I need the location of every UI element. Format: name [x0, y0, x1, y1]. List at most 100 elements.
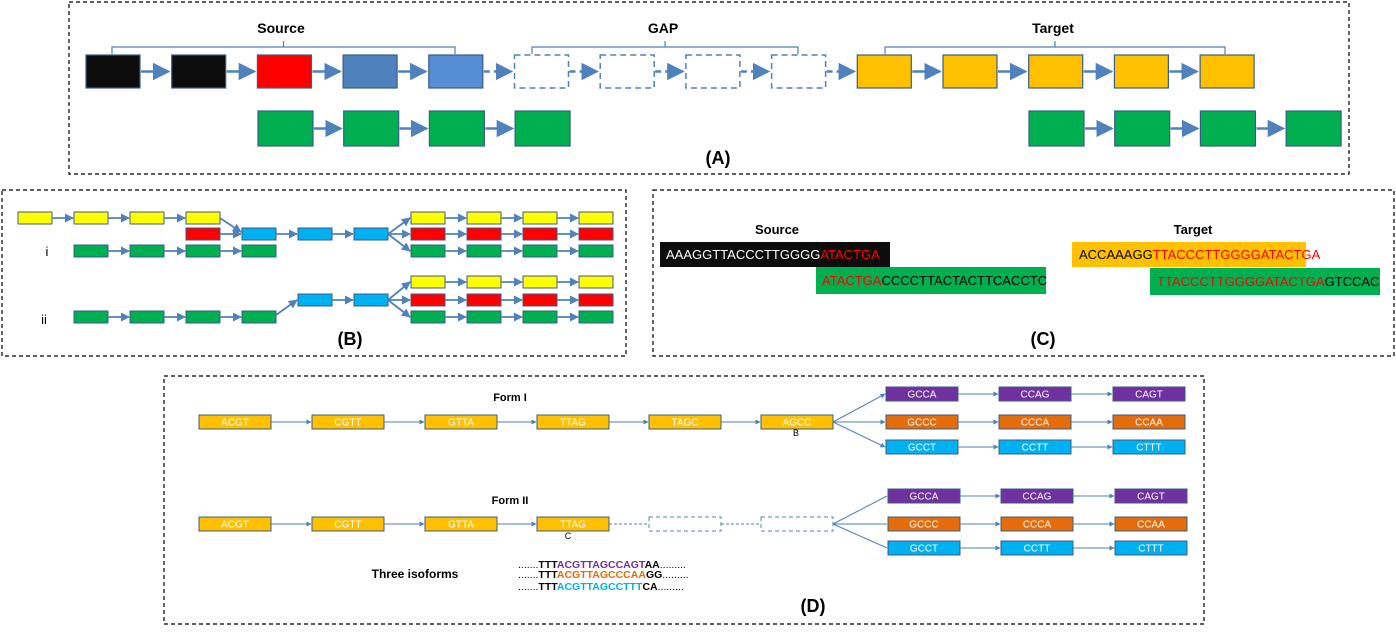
- isoform-segment: .........: [658, 581, 684, 593]
- gap-node: [770, 54, 827, 89]
- panel-a: Source GAP Target (A): [68, 1, 1350, 175]
- edge-arrow: [219, 217, 242, 233]
- graph-node: [410, 310, 446, 324]
- form1-kmer-label: CGTT: [334, 418, 361, 429]
- form2-branch-kmer-label: CCAG: [1023, 492, 1052, 503]
- graph-node: [241, 227, 277, 241]
- form2-branch-kmer-label: CCAA: [1137, 520, 1165, 531]
- form2-branch-kmer-label: GCCT: [910, 544, 938, 555]
- isoform-segment: AA: [645, 559, 661, 571]
- graph-node: [410, 293, 446, 307]
- graph-node: [410, 244, 446, 258]
- graph-node: [578, 211, 614, 225]
- panel-c: Source Target AAAGGTTACCCTTGGGGATACTGA A…: [652, 189, 1395, 357]
- form2-branch-kmer-label: GCCC: [909, 520, 938, 531]
- source-read-1-bg: [660, 242, 890, 267]
- panel-a-label: (A): [706, 148, 731, 168]
- form1-branch-kmer-label: GCCC: [907, 418, 936, 429]
- form2-label: Form II: [492, 495, 529, 507]
- graph-node: [578, 293, 614, 307]
- kmer-node: [256, 54, 312, 89]
- gap-node: [599, 54, 655, 89]
- kmer-node: [942, 54, 998, 89]
- graph-node: [522, 244, 558, 258]
- form2-branch-kmer-label: CCCA: [1023, 520, 1052, 531]
- graph-node: [297, 227, 333, 241]
- panel-d-border: [163, 375, 1205, 625]
- form1-branch-kmer-label: CCTT: [1022, 443, 1049, 454]
- target-read-1: ACCAAAGGTTACCCTTGGGGATACTGA: [1079, 247, 1321, 262]
- form1-branch-kmer-box: [1112, 414, 1186, 430]
- gap-node: [513, 54, 570, 89]
- form1-kmer-label: GTTA: [448, 418, 474, 429]
- panel-d-label: (D): [801, 596, 826, 616]
- panel-c-target-label: Target: [1174, 222, 1213, 237]
- isoform-segment: TTT: [538, 559, 558, 571]
- panel-b-row-ii-label: ii: [41, 312, 47, 327]
- form2-branch-kmer-label: GCCA: [910, 492, 939, 503]
- isoform-segment: GG: [646, 569, 662, 581]
- edge-arrow: [387, 281, 411, 301]
- form2-branch-kmer-label: CTTT: [1138, 544, 1164, 555]
- panel-c-label: (C): [1031, 329, 1056, 349]
- form1-label: Form I: [493, 392, 527, 404]
- graph-node: [73, 244, 109, 258]
- form2-gap-node: [648, 516, 722, 532]
- graph-node: [185, 244, 221, 258]
- form1-kmer-label: TTAG: [560, 418, 586, 429]
- panel-c-border: [652, 189, 1395, 357]
- form1-kmer-label: ACGT: [221, 418, 249, 429]
- panel-a-source-label: Source: [257, 20, 305, 36]
- form1-branch-kmer-label: CCAG: [1021, 390, 1050, 401]
- edge-arrow: [275, 299, 298, 316]
- group-bracket: [884, 41, 1226, 54]
- graph-node: [578, 227, 614, 241]
- isoform-segment: CA: [642, 581, 658, 593]
- graph-node: [129, 244, 165, 258]
- edge-arrow: [387, 217, 411, 235]
- form2-branch-kmer-box: [1114, 516, 1188, 532]
- source-read-node: [257, 110, 314, 147]
- graph-node: [410, 227, 446, 241]
- panel-a-top-row: [85, 54, 1255, 89]
- isoform-segment: TTT: [538, 581, 558, 593]
- form1-branch-kmer-box: [1112, 439, 1186, 455]
- graph-node: [466, 227, 502, 241]
- form1-kmer-label: AGCC: [783, 418, 812, 429]
- kmer-node: [171, 54, 227, 89]
- isoform-segment: .......: [518, 581, 538, 593]
- edge-arrow: [832, 393, 886, 423]
- graph-node: [73, 310, 109, 324]
- source-read-node: [514, 110, 571, 147]
- panel-b-border: [1, 189, 627, 357]
- isoform-sequence: .......TTTACGTTAGCCCAAGG.........: [518, 569, 689, 581]
- isoform-sequence: .......TTTACGTTAGCCTTTCA.........: [518, 581, 684, 593]
- source-read-2-bg: [816, 267, 1046, 294]
- graph-node: [241, 244, 277, 258]
- isoform-segment: ACGTTAGCCAGT: [557, 559, 646, 571]
- isoform-segment: .......: [518, 559, 538, 571]
- source-read-2: ATACTGACCCCTTACTACTTCACCTC: [822, 273, 1047, 288]
- branch-edge: [832, 495, 888, 525]
- graph-node: [466, 211, 502, 225]
- form1-branch-kmer-box: [1112, 386, 1186, 402]
- graph-node: [522, 227, 558, 241]
- panel-a-gap-label: GAP: [648, 20, 678, 36]
- edge-arrow: [832, 421, 886, 448]
- kmer-node: [856, 54, 912, 89]
- isoform-sequence: .......TTTACGTTAGCCAGTAA.........: [518, 559, 686, 571]
- form1-branch-kmer-label: GCCA: [908, 390, 937, 401]
- graph-node: [522, 293, 558, 307]
- graph-node: [522, 275, 558, 289]
- group-bracket: [531, 41, 799, 54]
- panel-a-border: [68, 1, 1350, 175]
- graph-node: [522, 310, 558, 324]
- panel-b-row-i-label: i: [46, 244, 49, 259]
- target-read-2: TTACCCTTGGGGATACTGAGTCCAC: [1157, 274, 1379, 289]
- graph-node: [73, 211, 109, 225]
- target-read-2-suffix: GTCCAC: [1325, 274, 1380, 289]
- target-read-1-overlap: TTACCCTTGGGGATACTGA: [1153, 247, 1321, 262]
- target-read-node: [1285, 110, 1342, 147]
